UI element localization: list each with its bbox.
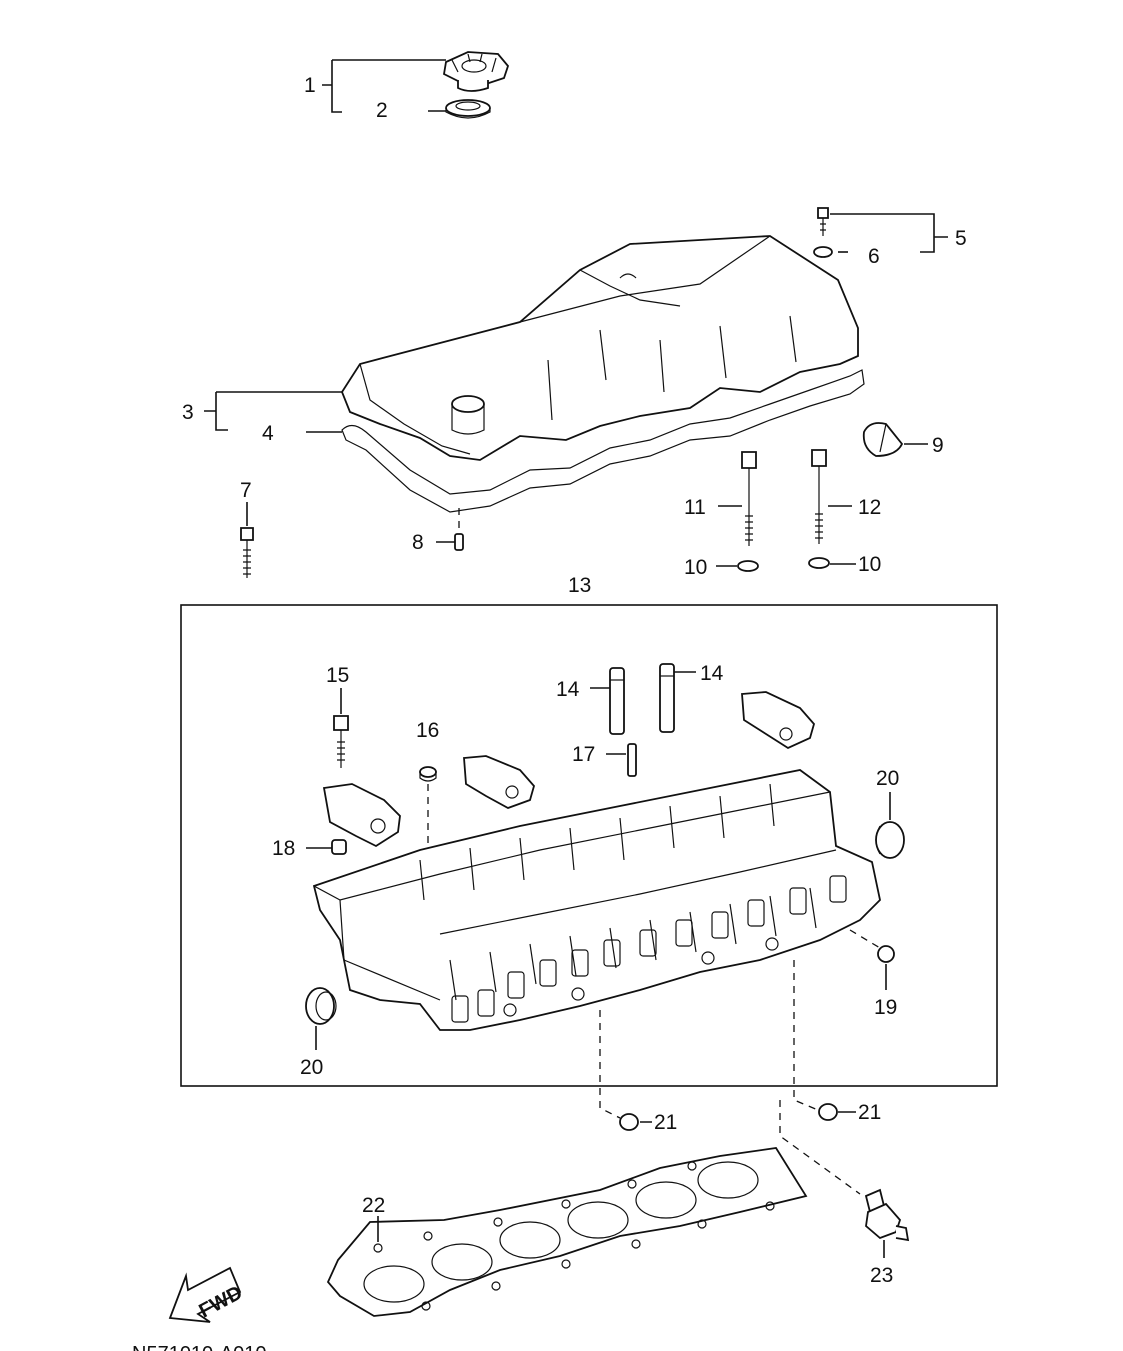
callout-18: 18 [272,837,295,860]
callout-14-right: 14 [700,662,724,685]
bearing-cap-right [741,691,815,750]
collar-16 [419,766,437,782]
plug-21-right [818,1103,838,1121]
cover-gasket [341,369,865,513]
callout-23: 23 [870,1264,893,1287]
callout-12: 12 [858,496,881,519]
cam-plug-left [305,987,337,1025]
callout-19: 19 [874,996,897,1019]
bearing-cap-left [322,783,401,848]
drawing-code: N571010-A010 [132,1343,267,1351]
head-bolt-washer-left [737,560,759,572]
sleeve-19 [877,945,895,963]
fwd-direction-arrow: FWD [168,1266,246,1323]
head-bolt-washer-right [808,557,830,569]
bearing-cap-mid [463,755,535,809]
head-assembly-box [180,604,998,1087]
bolt-7 [240,527,254,578]
callout-2: 2 [376,99,388,122]
plug-21-left [619,1113,639,1131]
head-bolt-11 [741,451,757,546]
callout-9: 9 [932,434,944,457]
oil-filler-cap [443,51,510,92]
bolt-15 [333,715,349,768]
pin-17 [627,743,637,777]
callout-21-left: 21 [654,1111,677,1134]
callout-4: 4 [262,422,274,445]
callout-1: 1 [304,74,316,97]
sleeve-18 [331,839,347,855]
callout-20-left: 20 [300,1056,323,1079]
cover-bolt-washer [813,246,833,258]
callout-20-right: 20 [876,767,899,790]
head-bolt-12 [811,449,827,544]
cylinder-head [312,769,881,1031]
callout-17: 17 [572,743,595,766]
valve-guide-left [609,667,625,735]
callout-10-left: 10 [684,556,707,579]
callout-3: 3 [182,401,194,424]
sensor-23 [864,1188,910,1242]
callout-5: 5 [955,227,967,250]
callout-14-left: 14 [556,678,580,701]
filler-cap-gasket [445,99,491,119]
callout-16: 16 [416,719,439,742]
callout-22: 22 [362,1194,385,1217]
head-gasket [326,1147,808,1317]
callout-10-right: 10 [858,553,881,576]
callout-11: 11 [684,496,706,519]
cam-plug-right [875,821,905,859]
callout-6: 6 [868,245,880,268]
callout-7: 7 [240,479,252,502]
callout-15: 15 [326,664,349,687]
dowel-pin [454,533,464,551]
callout-21-right: 21 [858,1101,881,1124]
cover-bolt [817,207,829,236]
semicircular-plug [862,422,904,457]
valve-guide-right [659,663,675,733]
callout-8: 8 [412,531,424,554]
cylinder-head-cover [340,235,859,461]
callout-13: 13 [568,574,591,597]
